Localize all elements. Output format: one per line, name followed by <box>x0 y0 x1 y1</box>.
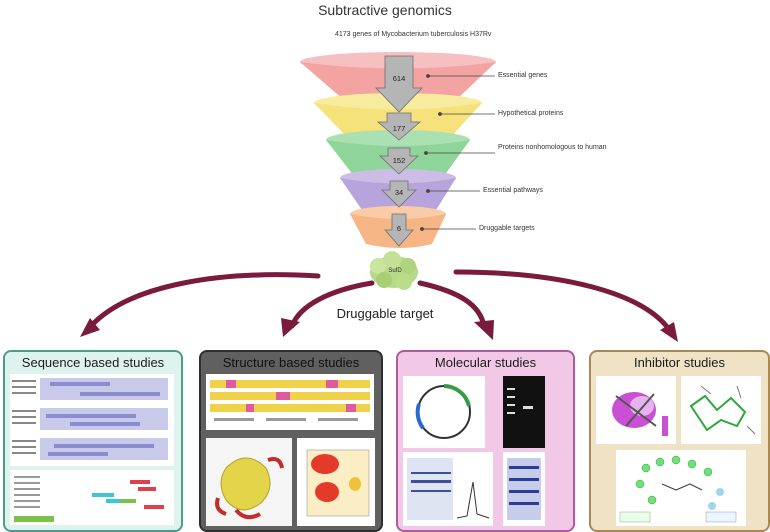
arrowhead-2 <box>281 318 300 337</box>
druggable-target-caption: Druggable target <box>336 306 434 321</box>
panel-molecular-studies: Molecular studies <box>396 350 575 532</box>
panel-title-structure: Structure based studies <box>222 355 360 370</box>
panel-title-sequence: Sequence based studies <box>21 355 165 370</box>
stage-count-5: 6 <box>396 224 402 233</box>
down-arrow-3 <box>378 147 420 175</box>
panel-title-molecular: Molecular studies <box>434 355 537 370</box>
panel-structure-studies: Structure based studies <box>199 350 383 532</box>
arrowhead-1 <box>80 318 100 337</box>
agarose-gel-image <box>503 376 545 448</box>
stage-label-1: Essential genes <box>498 72 548 79</box>
page-title: Subtractive genomics <box>318 2 452 18</box>
binding-site-image <box>681 376 761 444</box>
down-arrow-4 <box>381 180 417 208</box>
interaction-2d-diagram-image <box>616 450 746 526</box>
panel-inhibitor-studies: Inhibitor studies <box>589 350 770 532</box>
stage-label-2: Hypothetical proteins <box>498 110 564 117</box>
protein-structure-image <box>206 438 292 526</box>
stage-count-4: 34 <box>394 188 404 197</box>
panel-sequence-studies: Sequence based studies <box>3 350 183 532</box>
stage-label-4: Essential pathways <box>483 187 543 194</box>
panel-title-inhibitor: Inhibitor studies <box>633 355 726 370</box>
sds-page-chromatogram-image <box>403 452 493 526</box>
motif-table-image <box>10 470 174 525</box>
purified-protein-gel-image <box>503 452 545 526</box>
stage-count-1: 614 <box>392 74 406 83</box>
arrow-to-molecular-studies <box>417 280 487 329</box>
down-arrow-5 <box>384 213 414 247</box>
stage-count-3: 152 <box>392 156 406 165</box>
stage-label-3: Proteins nonhomologous to human <box>498 144 607 151</box>
stage-label-5: Druggable targets <box>479 225 535 232</box>
arrowhead-3 <box>474 320 494 340</box>
arrow-to-sequence-studies <box>89 272 321 328</box>
alignment-image <box>10 374 174 466</box>
arrow-to-structure-studies <box>289 280 375 329</box>
plasmid-map-image <box>403 376 485 448</box>
funnel-start-label: 4173 genes of Mycobacterium tuberculosis… <box>335 31 492 38</box>
arrow-to-inhibitor-studies <box>453 269 671 331</box>
docking-complex-image <box>596 376 676 444</box>
down-arrow-1 <box>375 55 423 113</box>
ramachandran-plot-image <box>297 438 375 526</box>
arrowhead-4 <box>660 322 678 342</box>
structure-alignment-image <box>206 374 374 430</box>
protein-label: SufD <box>388 268 402 274</box>
down-arrow-2 <box>376 112 422 141</box>
sufd-protein-icon <box>370 251 418 290</box>
stage-count-2: 177 <box>392 124 406 133</box>
